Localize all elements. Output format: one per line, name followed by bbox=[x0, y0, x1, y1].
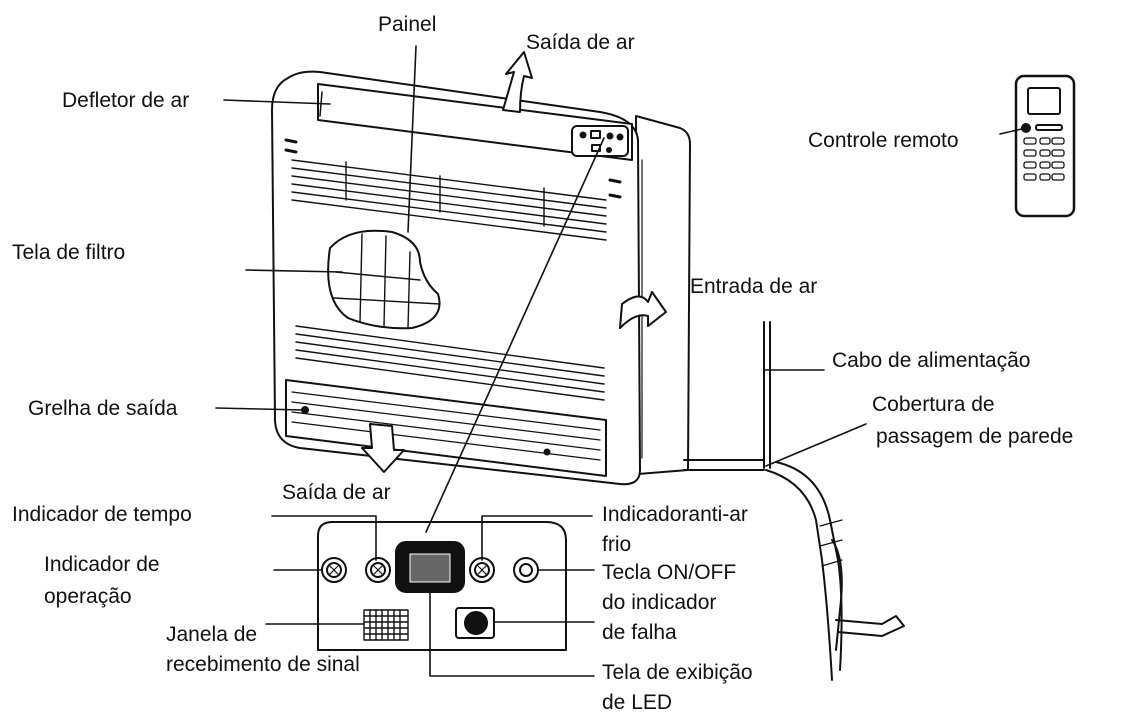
label-tecla-3: de falha bbox=[602, 621, 677, 644]
leader-lines bbox=[215, 45, 1027, 677]
outlet-grille bbox=[285, 379, 607, 477]
label-defletor: Defletor de ar bbox=[62, 89, 190, 112]
air-outlet-arrow-top bbox=[502, 51, 533, 113]
label-tela-filtro: Tela de filtro bbox=[12, 241, 126, 264]
label-saida-ar-top: Saída de ar bbox=[526, 31, 635, 54]
label-ind-operacao-2: operação bbox=[44, 585, 132, 608]
indoor-unit bbox=[271, 70, 691, 486]
label-ind-antiar-1: Indicadoranti-ar bbox=[602, 503, 748, 526]
label-janela-1: Janela de bbox=[166, 623, 258, 646]
label-cabo: Cabo de alimentação bbox=[832, 349, 1031, 372]
air-deflector bbox=[317, 83, 633, 161]
label-controle-remoto: Controle remoto bbox=[808, 129, 959, 152]
label-cobertura-2: passagem de parede bbox=[876, 425, 1074, 448]
label-ind-tempo: Indicador de tempo bbox=[12, 503, 192, 526]
filter-screen bbox=[327, 229, 441, 330]
label-tecla-2: do indicador bbox=[602, 591, 717, 614]
upper-louvers bbox=[291, 159, 607, 241]
signal-window bbox=[363, 609, 409, 641]
label-entrada-ar: Entrada de ar bbox=[690, 275, 818, 298]
air-outlet-arrow-bottom bbox=[361, 423, 405, 473]
onoff-key bbox=[455, 607, 495, 639]
wall-pipes bbox=[683, 321, 905, 681]
label-ind-antiar-2: frio bbox=[602, 533, 632, 556]
air-inlet-arrow bbox=[619, 291, 667, 329]
label-tecla-1: Tecla ON/OFF bbox=[602, 561, 737, 584]
label-ind-operacao-1: Indicador de bbox=[44, 553, 160, 576]
label-cobertura-1: Cobertura de bbox=[872, 393, 995, 416]
remote-control bbox=[1014, 74, 1076, 218]
label-led-2: de LED bbox=[602, 691, 673, 714]
label-led-1: Tela de exibição bbox=[602, 661, 753, 684]
display-panel bbox=[317, 521, 567, 651]
label-saida-ar-bottom: Saída de ar bbox=[282, 481, 391, 504]
label-janela-2: recebimento de sinal bbox=[166, 653, 360, 676]
label-grelha: Grelha de saída bbox=[28, 397, 178, 420]
middle-louvers bbox=[295, 325, 605, 401]
label-painel: Painel bbox=[378, 13, 437, 36]
time-indicator bbox=[365, 557, 391, 583]
